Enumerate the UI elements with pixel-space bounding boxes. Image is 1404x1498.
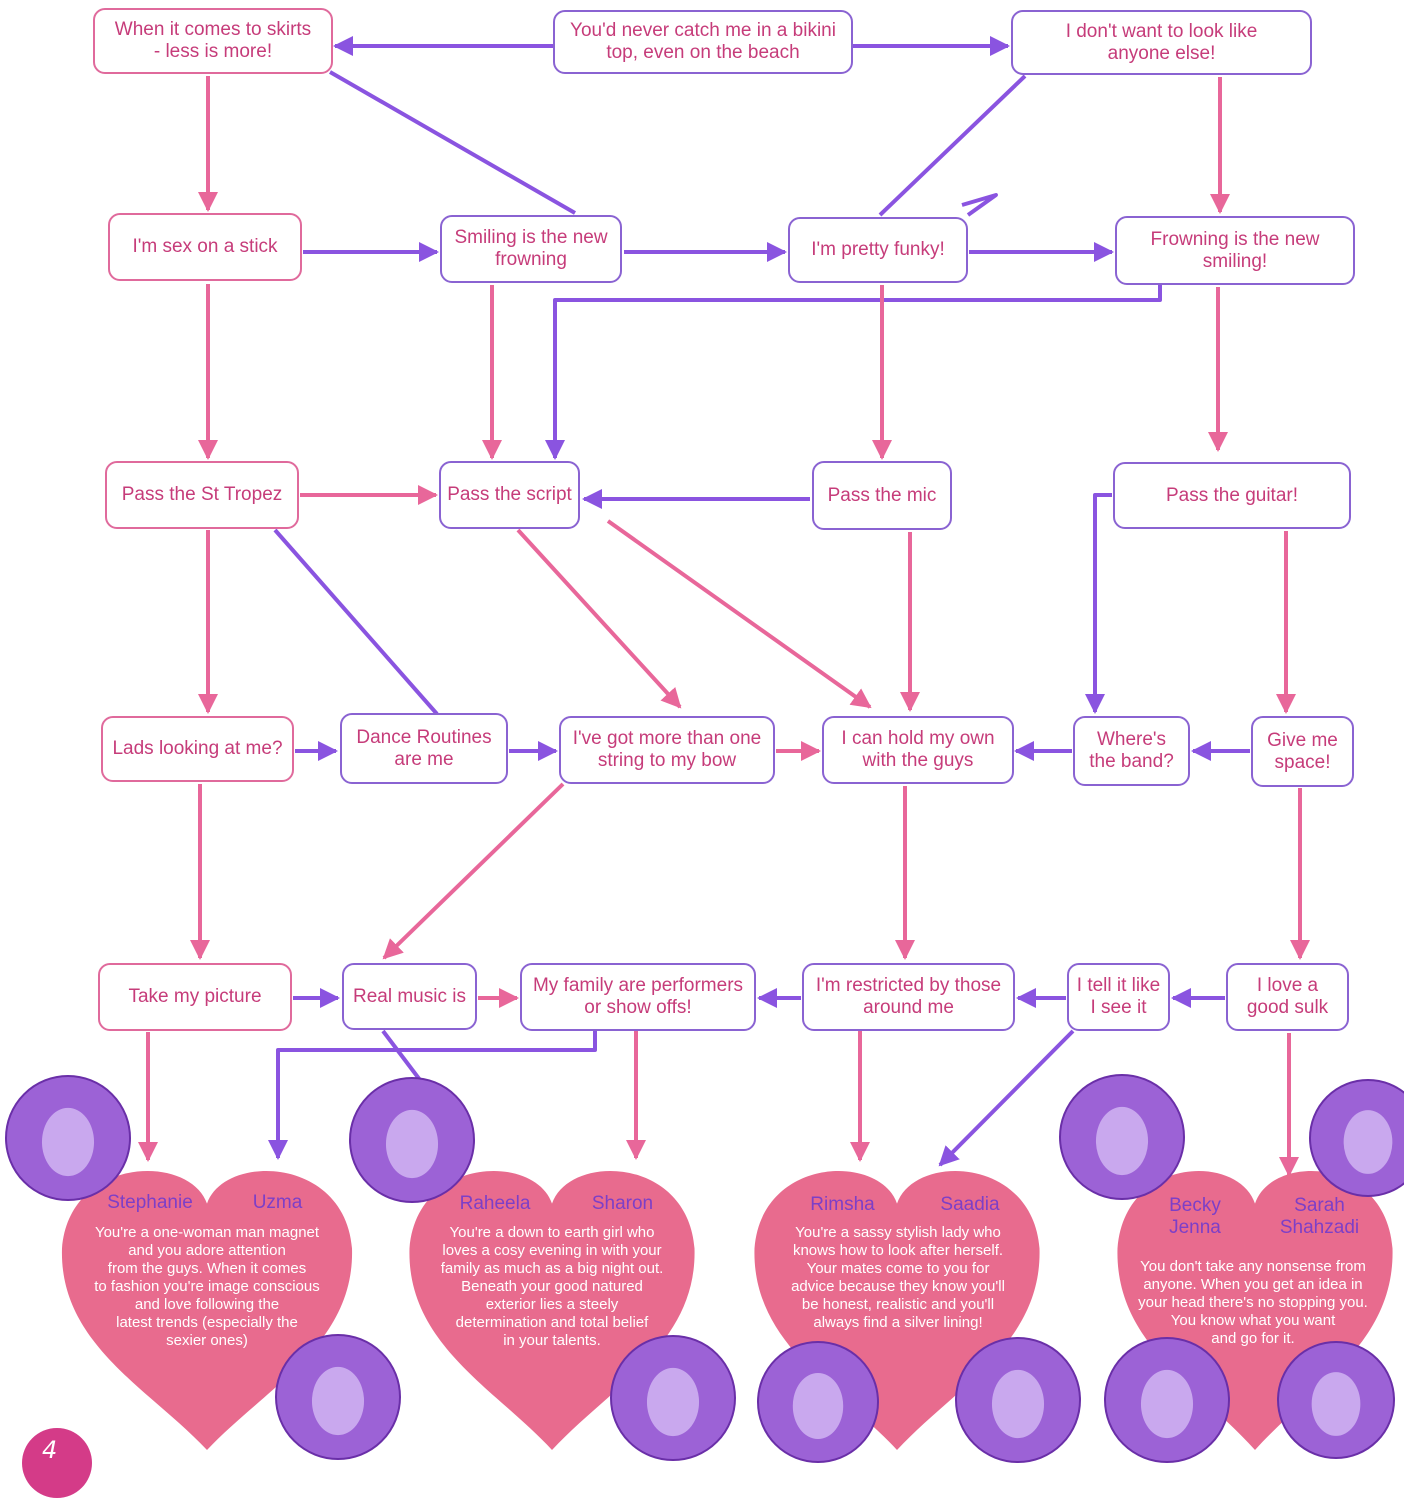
heart-2-name-2: Sharon	[591, 1193, 654, 1214]
heart-3-name-2: Saadia	[940, 1194, 1000, 1215]
heart-4-name-2: Sarah Shahzadi	[1279, 1195, 1360, 1238]
portrait-face-7	[792, 1373, 844, 1439]
page-number: 4	[42, 1436, 58, 1464]
flowchart-connectors	[138, 36, 1310, 1177]
node-guitar: Pass the guitar!	[1113, 462, 1351, 529]
heart-1-name-2: Uzma	[252, 1192, 303, 1213]
heart-4-name-1: Becky Jenna	[1169, 1195, 1221, 1238]
heart-3-name-1: Rimsha	[810, 1194, 875, 1215]
connector-20	[516, 528, 682, 709]
portrait-face-1	[41, 1107, 95, 1177]
node-script: Pass the script	[439, 461, 580, 529]
quiz-flowchart: When it comes to skirts- less is more! Y…	[5, 8, 1404, 1498]
portrait-face-6	[1343, 1110, 1393, 1174]
connector-15	[961, 193, 998, 217]
connector-21	[606, 519, 872, 709]
node-real-music: Real music is	[342, 963, 477, 1030]
node-lads: Lads looking at me?	[101, 716, 294, 782]
connector-23	[1085, 493, 1112, 714]
portrait-face-10	[1311, 1372, 1361, 1436]
connector-40	[268, 1031, 597, 1160]
connector-12	[545, 285, 1162, 460]
portrait-face-2	[311, 1366, 365, 1436]
connector-5	[878, 74, 1027, 217]
result-hearts	[5, 1074, 1404, 1463]
portrait-face-5	[1095, 1106, 1149, 1176]
portrait-face-4	[646, 1367, 700, 1437]
node-mic: Pass the mic	[812, 461, 952, 530]
connector-41	[381, 1029, 422, 1082]
portrait-face-9	[1140, 1369, 1194, 1439]
connector-4	[329, 70, 576, 215]
heart-2-name-1: Raheela	[459, 1193, 531, 1214]
node-st-tropez: Pass the St Tropez	[105, 461, 299, 529]
node-funky: I'm pretty funky!	[788, 217, 968, 283]
node-sex-stick: I'm sex on a stick	[108, 213, 302, 281]
connector-31	[382, 782, 565, 960]
portrait-face-3	[385, 1109, 439, 1179]
node-picture: Take my picture	[98, 963, 292, 1031]
portrait-face-8	[991, 1369, 1045, 1439]
connector-19	[273, 528, 439, 716]
node-skirts: When it comes to skirts- less is more!	[93, 8, 333, 74]
connector-44	[938, 1029, 1075, 1167]
heart-1-name-1: Stephanie	[107, 1192, 193, 1213]
